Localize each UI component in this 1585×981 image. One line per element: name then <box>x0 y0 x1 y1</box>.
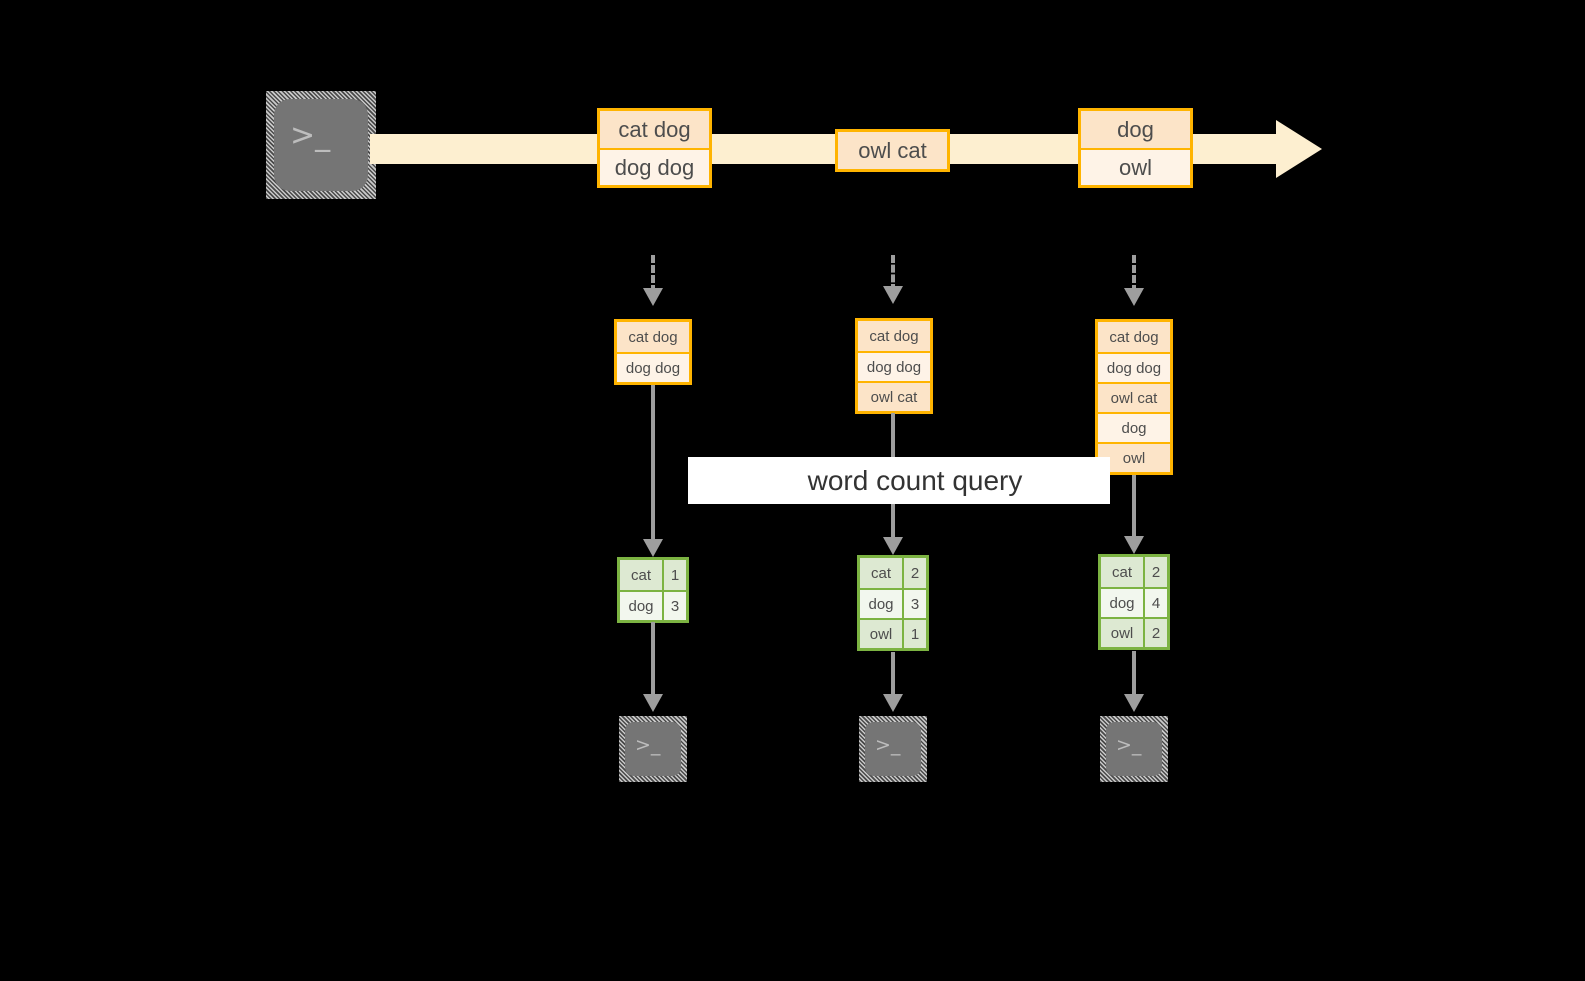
result-word: owl <box>860 620 904 648</box>
stream-batch-line: cat dog <box>600 111 709 148</box>
table-row: dog 3 <box>860 588 926 618</box>
accumulated-line: owl cat <box>858 381 930 411</box>
accumulated-state-1[interactable]: cat dog dog dog <box>614 319 692 385</box>
state-to-result-arrowhead-3 <box>1124 536 1144 554</box>
terminal-prompt-glyph: >_ <box>290 118 331 153</box>
result-count: 3 <box>904 590 926 618</box>
table-row: owl 1 <box>860 618 926 648</box>
result-table-2[interactable]: cat 2 dog 3 owl 1 <box>857 555 929 651</box>
stream-batch-line: owl cat <box>838 132 947 169</box>
accumulated-line: dog dog <box>617 352 689 382</box>
result-count: 1 <box>904 620 926 648</box>
query-banner: word count query <box>688 457 1110 504</box>
terminal-screen: >_ <box>625 722 681 776</box>
terminal-screen: >_ <box>1106 722 1162 776</box>
result-count: 2 <box>1145 619 1167 647</box>
result-table-1[interactable]: cat 1 dog 3 <box>617 557 689 623</box>
stream-batch-line: dog <box>1081 111 1190 148</box>
table-row: cat 2 <box>860 558 926 588</box>
stream-batch-2[interactable]: owl cat <box>835 129 950 172</box>
batch-to-state-arrowhead-3 <box>1124 288 1144 306</box>
state-to-result-arrowhead-2 <box>883 537 903 555</box>
accumulated-line: dog dog <box>858 351 930 381</box>
state-to-result-connector-1 <box>651 385 655 549</box>
result-word: dog <box>860 590 904 618</box>
terminal-screen: >_ <box>865 722 921 776</box>
table-row: cat 1 <box>620 560 686 590</box>
source-terminal-icon: >_ <box>266 91 376 199</box>
result-to-sink-connector-1 <box>651 622 655 700</box>
sink-terminal-icon-3: >_ <box>1100 716 1168 782</box>
accumulated-line: owl <box>1098 442 1170 472</box>
result-word: cat <box>620 560 664 590</box>
terminal-prompt-glyph: >_ <box>1116 734 1142 756</box>
sink-terminal-icon-1: >_ <box>619 716 687 782</box>
result-word: cat <box>1101 557 1145 587</box>
result-to-sink-connector-2 <box>891 652 895 700</box>
stream-batch-line: owl <box>1081 148 1190 185</box>
batch-to-state-connector-1 <box>651 255 655 293</box>
sink-terminal-icon-2: >_ <box>859 716 927 782</box>
state-to-result-connector-3 <box>1132 475 1136 545</box>
accumulated-line: cat dog <box>617 322 689 352</box>
terminal-prompt-glyph: >_ <box>635 734 661 756</box>
query-banner-label: word count query <box>807 464 1023 496</box>
accumulated-line: dog <box>1098 412 1170 442</box>
result-count: 2 <box>904 558 926 588</box>
stream-batch-3[interactable]: dog owl <box>1078 108 1193 188</box>
result-count: 2 <box>1145 557 1167 587</box>
table-row: dog 4 <box>1101 587 1167 617</box>
result-word: cat <box>860 558 904 588</box>
batch-to-state-connector-3 <box>1132 255 1136 293</box>
result-count: 1 <box>664 560 686 590</box>
terminal-prompt-glyph: >_ <box>875 734 901 756</box>
result-count: 3 <box>664 592 686 620</box>
result-word: dog <box>620 592 664 620</box>
result-word: owl <box>1101 619 1145 647</box>
batch-to-state-arrowhead-1 <box>643 288 663 306</box>
accumulated-state-3[interactable]: cat dog dog dog owl cat dog owl <box>1095 319 1173 475</box>
result-table-3[interactable]: cat 2 dog 4 owl 2 <box>1098 554 1170 650</box>
accumulated-line: owl cat <box>1098 382 1170 412</box>
table-row: dog 3 <box>620 590 686 620</box>
result-word: dog <box>1101 589 1145 617</box>
result-to-sink-arrowhead-2 <box>883 694 903 712</box>
result-to-sink-arrowhead-3 <box>1124 694 1144 712</box>
result-to-sink-arrowhead-1 <box>643 694 663 712</box>
accumulated-line: dog dog <box>1098 352 1170 382</box>
result-to-sink-connector-3 <box>1132 651 1136 700</box>
stream-batch-line: dog dog <box>600 148 709 185</box>
result-count: 4 <box>1145 589 1167 617</box>
table-row: owl 2 <box>1101 617 1167 647</box>
stream-batch-1[interactable]: cat dog dog dog <box>597 108 712 188</box>
accumulated-line: cat dog <box>1098 322 1170 352</box>
batch-to-state-arrowhead-2 <box>883 286 903 304</box>
accumulated-state-2[interactable]: cat dog dog dog owl cat <box>855 318 933 414</box>
batch-to-state-connector-2 <box>891 255 895 292</box>
terminal-screen: >_ <box>274 99 368 191</box>
accumulated-line: cat dog <box>858 321 930 351</box>
table-row: cat 2 <box>1101 557 1167 587</box>
state-to-result-arrowhead-1 <box>643 539 663 557</box>
